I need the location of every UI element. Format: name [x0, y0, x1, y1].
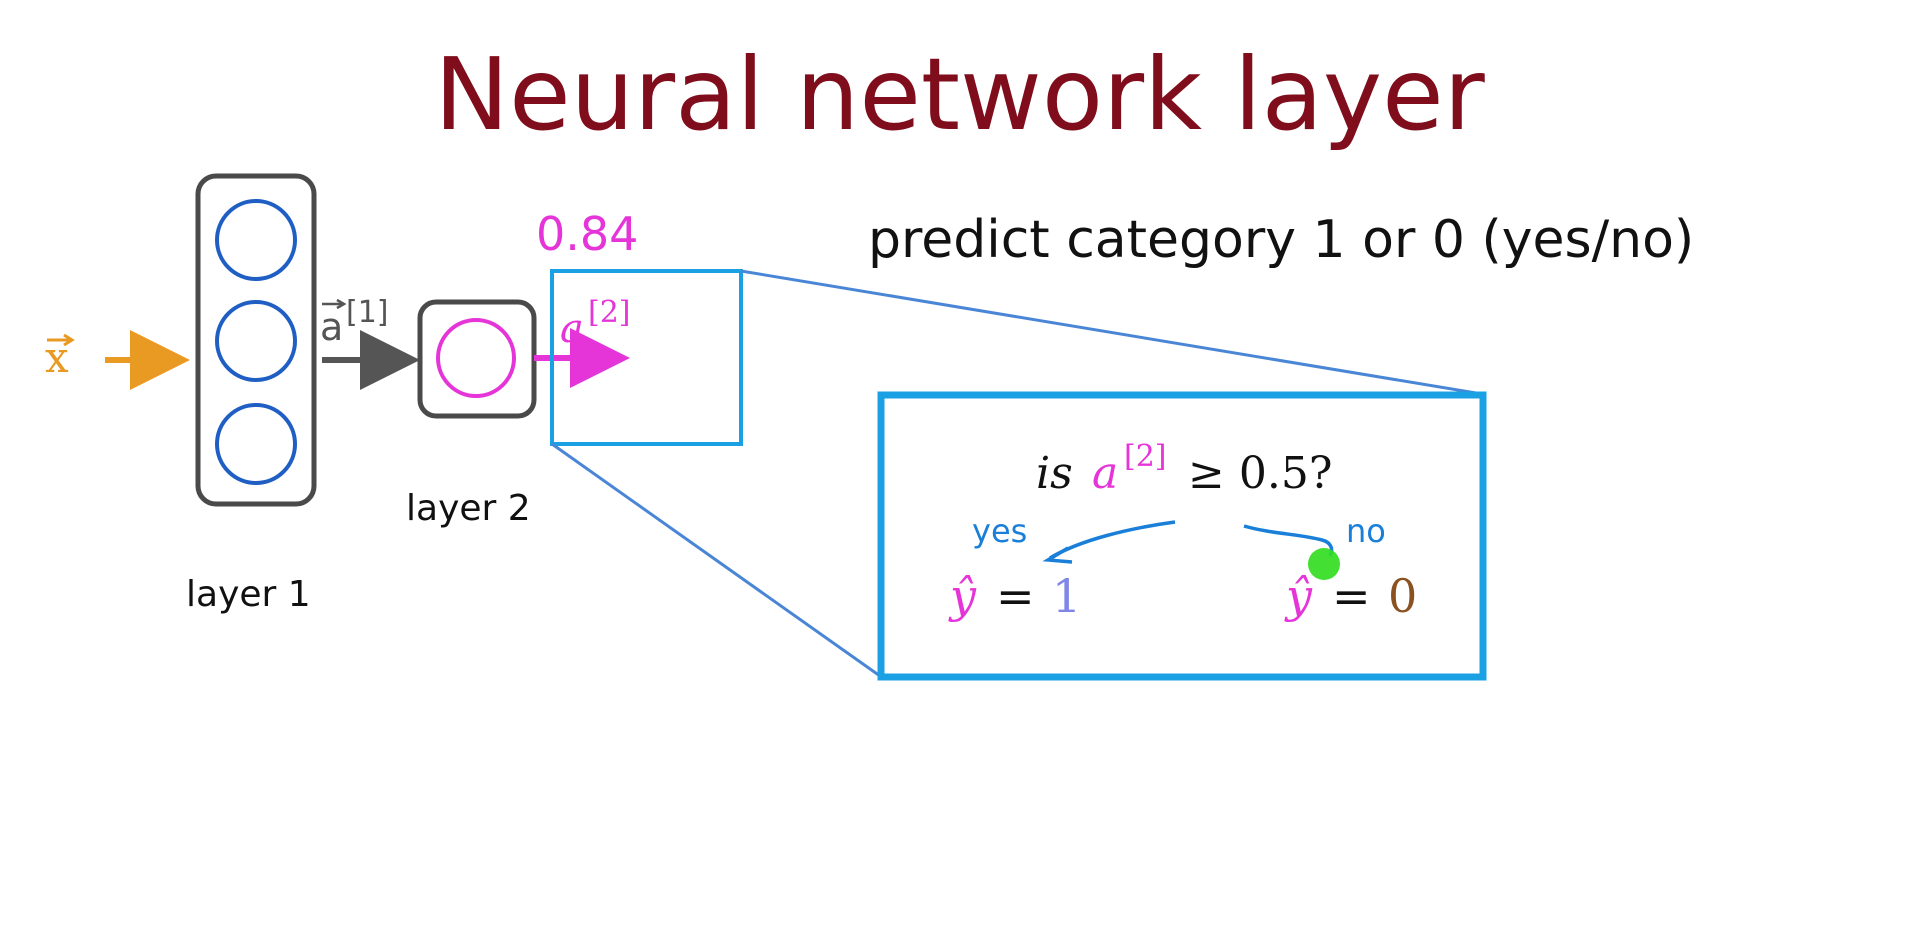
question-symbol: a — [1092, 448, 1118, 499]
output-highlight-box — [550, 269, 743, 446]
yes-arrowhead — [1042, 546, 1073, 564]
question-relation: ≥ 0.5? — [1188, 448, 1332, 499]
layer-1-neuron-1 — [215, 199, 297, 281]
a1-superscript: [1] — [346, 295, 389, 330]
layer-2-label: layer 2 — [406, 488, 531, 529]
no-result-value: 0 — [1388, 569, 1417, 623]
no-result-equals: = — [1332, 569, 1371, 623]
zoom-line-top — [740, 269, 1483, 396]
pointer-cursor-icon — [1308, 548, 1340, 580]
a1-label: a [1] — [320, 295, 389, 349]
layer-1-box — [195, 173, 317, 507]
input-vector-arrowhead — [63, 333, 75, 347]
question-prefix: is — [1036, 448, 1073, 499]
a2-symbol: a — [560, 306, 584, 352]
layer-2-neuron — [436, 318, 516, 398]
output-value-annotation: 0.84 — [536, 207, 638, 261]
yes-result-equals: = — [996, 569, 1035, 623]
question-superscript: [2] — [1124, 439, 1167, 474]
a2-superscript: [2] — [588, 295, 631, 330]
yes-result-value: 1 — [1052, 569, 1081, 623]
yes-result-symbol: ŷ — [948, 569, 977, 623]
no-result-symbol: ŷ — [1284, 569, 1313, 623]
a2-label: a [2] — [560, 295, 631, 352]
layer-1-neuron-2 — [215, 300, 297, 382]
a1-symbol: a — [320, 305, 343, 349]
input-x-symbol: x — [45, 333, 75, 382]
yes-annotation: yes — [972, 512, 1027, 550]
a1-vector-arrowhead — [336, 298, 347, 310]
no-curve — [1243, 524, 1334, 557]
layer-1-neuron-3 — [215, 403, 297, 485]
no-annotation: no — [1346, 512, 1386, 550]
threshold-question: is a [2] ≥ 0.5? — [1036, 439, 1332, 499]
yes-result: ŷ = 1 — [948, 569, 1081, 623]
layer-1-label: layer 1 — [186, 574, 311, 615]
no-result: ŷ = 0 — [1284, 569, 1417, 623]
slide-title: Neural network layer — [434, 36, 1485, 153]
decision-box — [877, 391, 1487, 681]
predict-caption: predict category 1 or 0 (yes/no) — [868, 210, 1695, 270]
zoom-line-bottom — [551, 442, 881, 678]
